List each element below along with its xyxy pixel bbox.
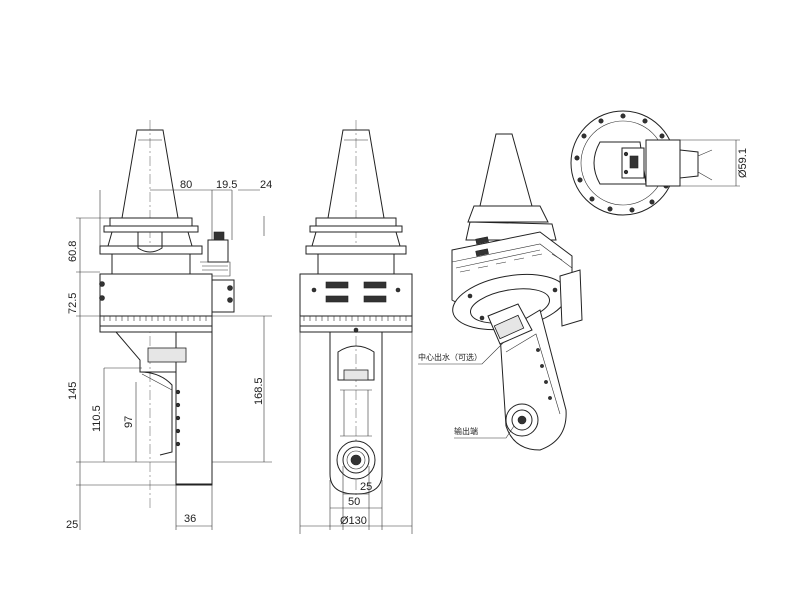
dim-130: Ø130 [340, 515, 367, 527]
top-view: Ø59.1 [570, 110, 749, 216]
label-coolant: 中心出水（可选） [418, 352, 482, 362]
dim-145: 145 [67, 382, 79, 400]
label-output: 输出端 [454, 426, 478, 436]
dim-59-1: Ø59.1 [737, 148, 749, 178]
dim-168-5: 168.5 [253, 377, 265, 405]
dim-50: 50 [348, 496, 360, 508]
dim-97: 97 [123, 416, 135, 428]
dim-25-side: 25 [66, 519, 78, 531]
side-view: 80 19.5 24 168.5 60.8 72.5 145 25 110.5 … [66, 120, 272, 531]
dim-60-8: 60.8 [67, 241, 79, 262]
dim-36: 36 [184, 513, 196, 525]
isometric-view: 中心出水（可选） 输出端 [418, 133, 583, 451]
front-view: 25 50 Ø130 [299, 120, 413, 534]
dim-72-5: 72.5 [67, 293, 79, 314]
dim-25-front: 25 [360, 481, 372, 493]
dim-24: 24 [260, 179, 272, 191]
dim-110-5: 110.5 [91, 405, 103, 432]
dim-19-5: 19.5 [216, 179, 237, 191]
dim-80: 80 [180, 179, 192, 191]
